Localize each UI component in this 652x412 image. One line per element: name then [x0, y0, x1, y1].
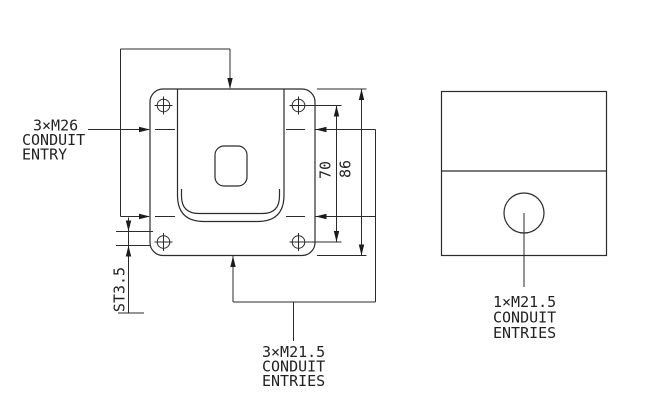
arrow-up-icon — [333, 105, 340, 117]
arrow-left-icon — [315, 213, 327, 220]
label-bottom-entries: 3×M21.5 CONDUIT ENTRIES — [262, 343, 325, 390]
arrow-up-icon — [358, 89, 365, 100]
screw-bottom-right-icon — [289, 233, 308, 251]
label-line: CONDUIT — [22, 131, 85, 149]
label-line: ENTRY — [22, 146, 67, 164]
arrow-right-icon — [139, 213, 150, 220]
label-line: 1×M21.5 — [493, 293, 556, 311]
leader-m215 — [230, 126, 376, 341]
label-left-entry: 3×M26 CONDUIT ENTRY — [22, 117, 85, 164]
side-view — [440, 90, 608, 287]
arrow-down-icon — [227, 78, 233, 89]
leader-m26 — [88, 48, 233, 220]
arrow-left-icon — [315, 126, 327, 133]
dim-text-86: 86 — [337, 160, 355, 178]
dim-text-st35: ST3.5 — [111, 267, 129, 312]
arrow-right-icon — [139, 126, 150, 133]
label-line: ENTRIES — [262, 372, 325, 390]
dimension-70: 70 — [307, 105, 342, 243]
arrow-down-icon — [333, 231, 340, 242]
label-line: ENTRIES — [493, 324, 556, 342]
label-line: 3×M21.5 — [262, 343, 325, 361]
enclosure-outline — [149, 88, 316, 257]
dimension-86: 86 — [317, 88, 367, 256]
arrow-down-icon — [358, 244, 365, 256]
central-opening — [214, 145, 248, 187]
lid-seam — [180, 189, 281, 215]
dim-text-70: 70 — [317, 161, 335, 179]
front-view — [149, 88, 316, 257]
arrow-down-icon — [125, 220, 132, 232]
arrow-up-icon — [125, 245, 132, 257]
screw-top-right-icon — [289, 96, 308, 115]
dimension-st35: ST3.5 — [111, 217, 153, 314]
label-line: 3×M26 — [33, 117, 78, 135]
arrow-up-icon — [230, 256, 236, 267]
label-line: CONDUIT — [493, 309, 556, 327]
lid-outline — [176, 89, 285, 223]
screw-bottom-left-icon — [154, 233, 173, 251]
label-line: CONDUIT — [262, 358, 325, 376]
screw-top-left-icon — [154, 96, 173, 115]
label-side-entries: 1×M21.5 CONDUIT ENTRIES — [493, 293, 556, 342]
